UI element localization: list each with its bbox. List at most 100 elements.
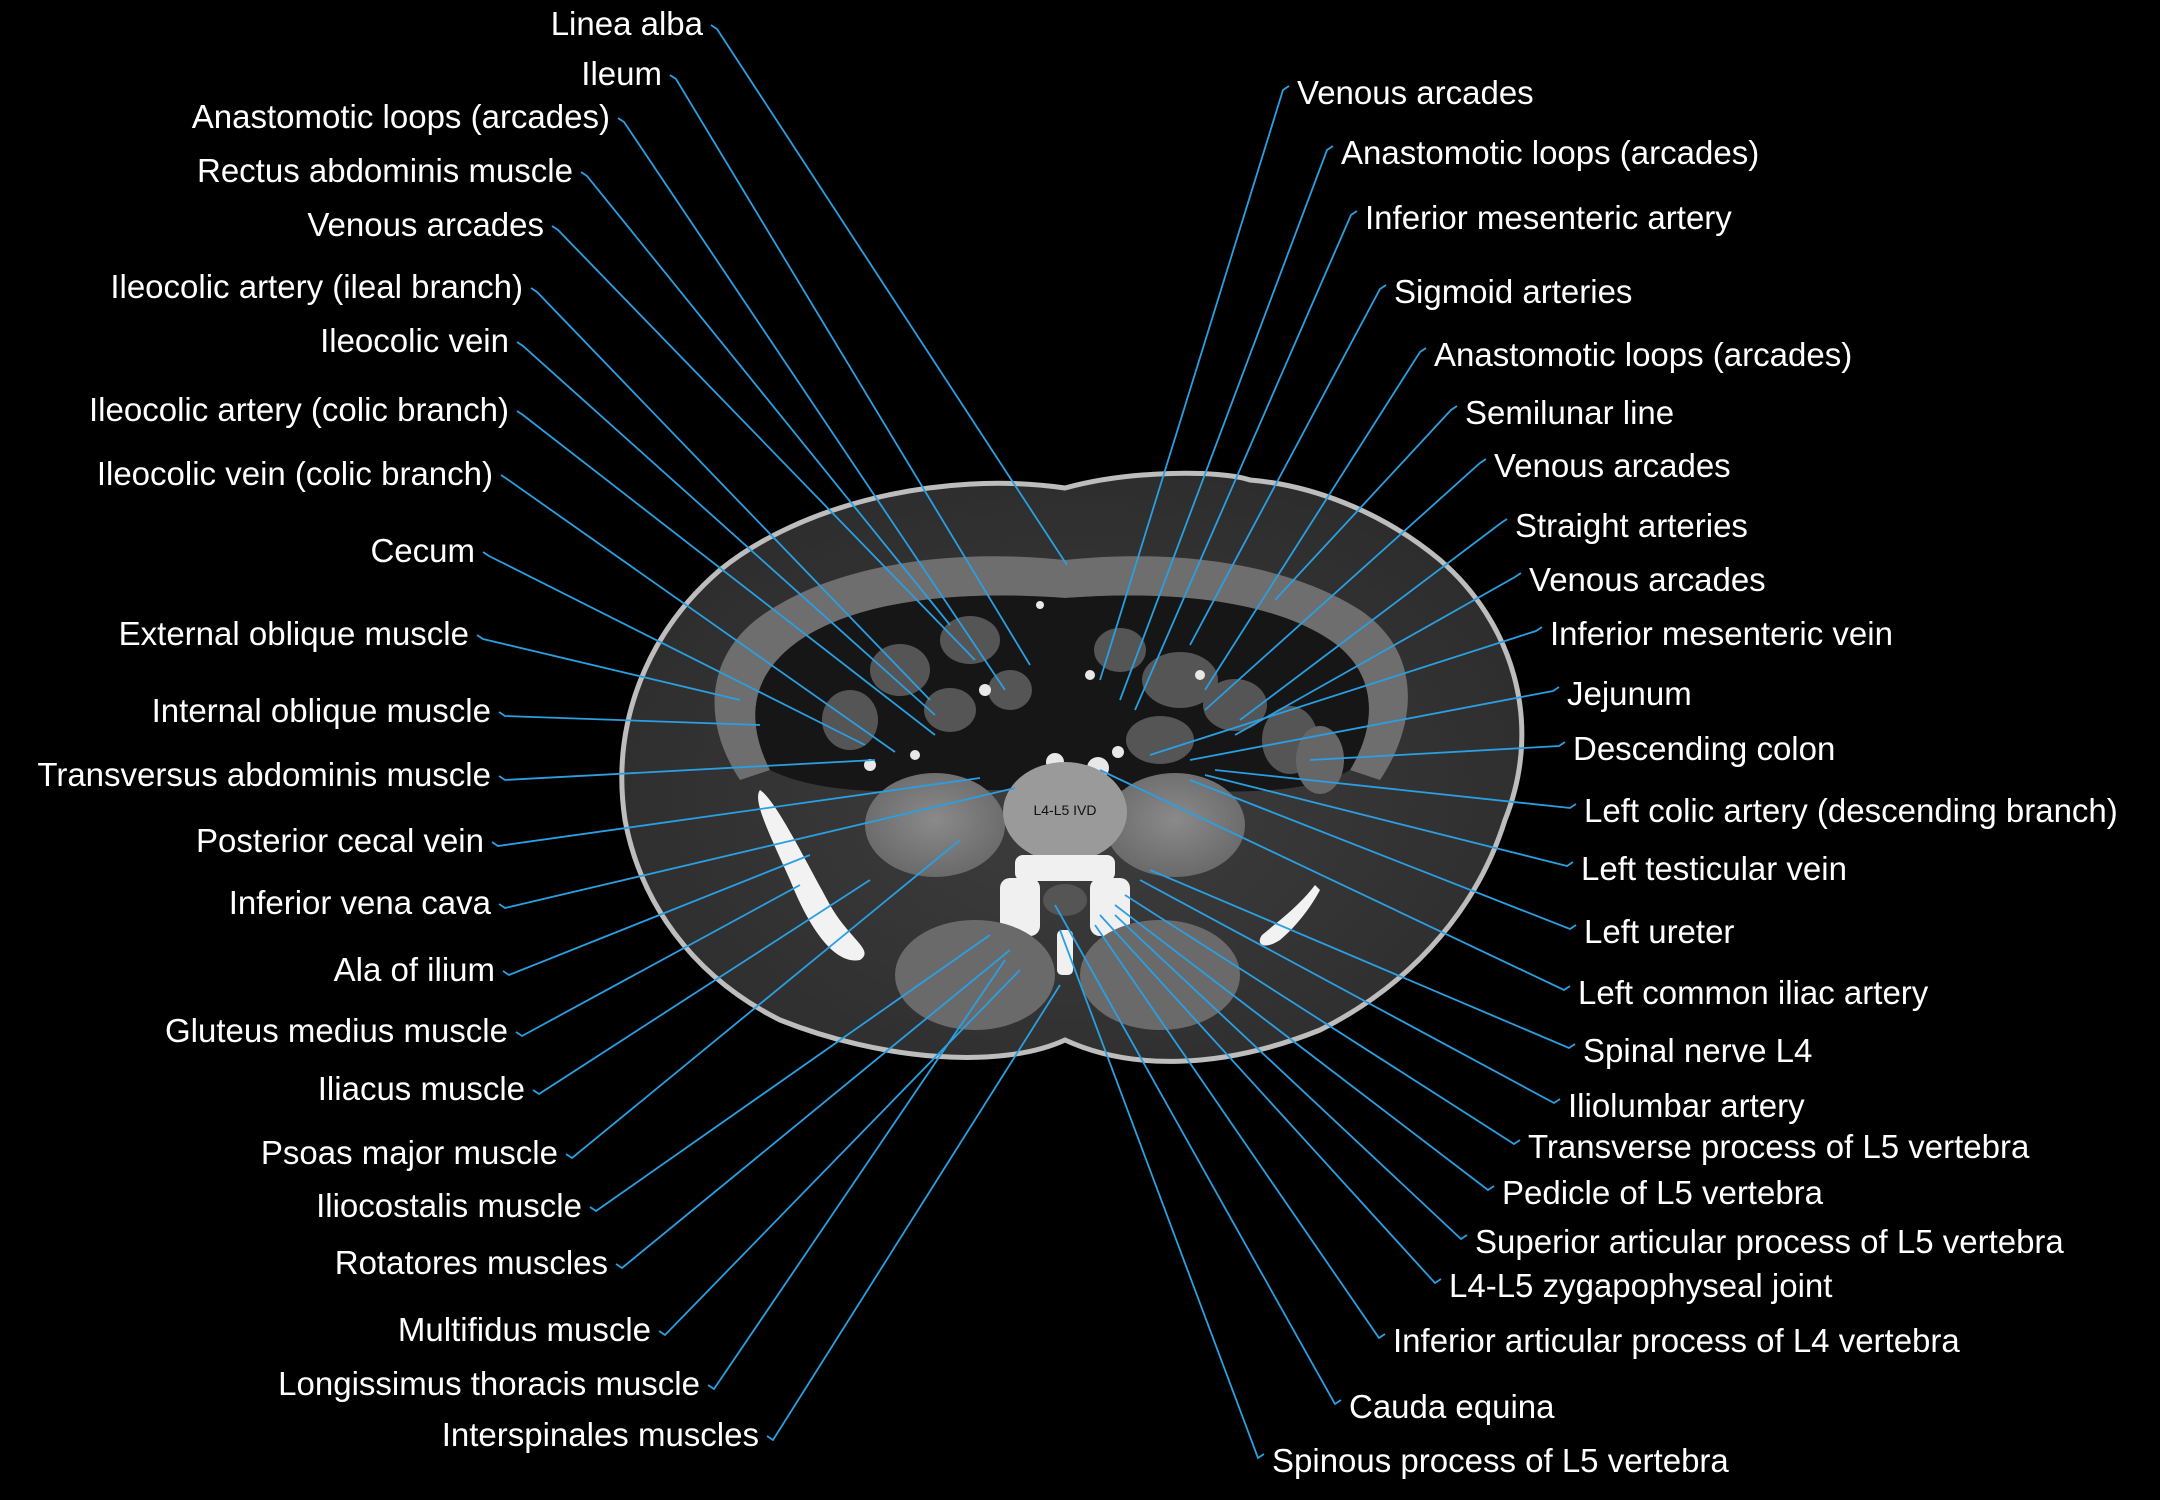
label-left-ureter: Left ureter	[1584, 913, 1734, 950]
label-sigmoid-arteries: Sigmoid arteries	[1394, 273, 1632, 310]
label-jejunum: Jejunum	[1567, 675, 1692, 712]
leader-lines	[476, 24, 1577, 1460]
label-linea-alba: Linea alba	[551, 5, 704, 42]
intervertebral-disc	[1003, 762, 1127, 862]
leader-line-right	[1189, 284, 1387, 646]
leader-line-right	[1149, 869, 1576, 1050]
leader-line-right	[1189, 686, 1560, 761]
leader-line-right	[1204, 458, 1487, 711]
leader-line-right	[1234, 572, 1522, 736]
leader-line-right	[1119, 145, 1334, 701]
label-left-testicular-vein: Left testicular vein	[1581, 850, 1847, 887]
leader-line-right	[1099, 914, 1442, 1285]
leader-line-right	[1149, 626, 1543, 756]
label-longissimus-thoracis-muscle: Longissimus thoracis muscle	[278, 1365, 700, 1402]
leader-line-left	[615, 949, 1011, 1270]
spinal-canal	[1043, 884, 1087, 916]
leader-line-left	[498, 711, 761, 726]
label-inferior-vena-cava: Inferior vena cava	[229, 884, 492, 921]
leader-line-left	[707, 959, 1006, 1391]
leader-line-left	[500, 474, 896, 753]
label-venous-arcades: Venous arcades	[1494, 447, 1731, 484]
label-inferior-mesenteric-artery: Inferior mesenteric artery	[1365, 199, 1732, 236]
leader-line-right	[1204, 347, 1427, 691]
leader-line-left	[530, 287, 931, 701]
leader-line-right	[1139, 879, 1561, 1105]
label-descending-colon: Descending colon	[1573, 730, 1835, 767]
label-ileocolic-vein: Ileocolic vein	[320, 322, 509, 359]
leader-line-left	[476, 634, 741, 701]
label-pedicle-of-l5-vertebra: Pedicle of L5 vertebra	[1502, 1174, 1824, 1211]
leader-line-right	[1114, 904, 1495, 1192]
label-ileocolic-artery-ileal-branch: Ileocolic artery (ileal branch)	[110, 268, 523, 305]
leader-line-right	[1274, 405, 1458, 601]
leader-line-right	[1059, 929, 1265, 1460]
bowel-loops	[822, 616, 1344, 794]
label-rotatores-muscles: Rotatores muscles	[335, 1244, 608, 1281]
label-transverse-process-of-l5-vertebra: Transverse process of L5 vertebra	[1528, 1128, 2030, 1165]
leader-line-right	[1204, 774, 1574, 867]
leader-line-left	[498, 787, 1016, 909]
label-left-colic-artery-descending-branch: Left colic artery (descending branch)	[1584, 792, 2118, 829]
label-inferior-articular-process-of-l4-vertebra: Inferior articular process of L4 vertebr…	[1393, 1322, 1960, 1359]
label-multifidus-muscle: Multifidus muscle	[398, 1311, 651, 1348]
leader-line-left	[766, 984, 1061, 1442]
leader-line-right	[1094, 924, 1386, 1340]
leader-line-right	[1099, 769, 1571, 992]
label-venous-arcades: Venous arcades	[307, 206, 544, 243]
back-muscles-left	[895, 920, 1055, 1030]
ct-body-cross-section: L4-L5 IVD	[619, 470, 1525, 1064]
label-iliocostalis-muscle: Iliocostalis muscle	[316, 1187, 582, 1224]
leader-line-right	[1114, 914, 1468, 1241]
label-anastomotic-loops-arcades: Anastomotic loops (arcades)	[1341, 134, 1759, 171]
leader-line-left	[516, 341, 936, 716]
leader-line-left	[658, 969, 1021, 1337]
label-ileocolic-artery-colic-branch: Ileocolic artery (colic branch)	[89, 391, 509, 428]
label-internal-oblique-muscle: Internal oblique muscle	[152, 692, 491, 729]
vertebral-level-label: L4-L5 IVD	[1033, 802, 1096, 818]
leader-line-left	[565, 839, 961, 1160]
label-transversus-abdominis-muscle: Transversus abdominis muscle	[37, 756, 491, 793]
label-cauda-equina: Cauda equina	[1349, 1388, 1555, 1425]
leader-line-left	[482, 551, 866, 746]
leader-line-right	[1124, 894, 1521, 1146]
leader-line-left	[491, 777, 981, 847]
label-cecum: Cecum	[370, 532, 475, 569]
label-iliolumbar-artery: Iliolumbar artery	[1568, 1087, 1805, 1124]
label-anastomotic-loops-arcades: Anastomotic loops (arcades)	[192, 98, 610, 135]
leader-line-right	[1214, 769, 1577, 809]
leader-line-left	[515, 884, 801, 1038]
leader-line-left	[532, 879, 871, 1096]
leader-line-left	[498, 759, 876, 781]
ilium-left	[758, 790, 865, 961]
leader-line-left	[710, 24, 1068, 566]
leader-line-right	[1099, 85, 1290, 681]
leader-line-right	[1239, 518, 1508, 721]
label-iliacus-muscle: Iliacus muscle	[318, 1070, 525, 1107]
label-venous-arcades: Venous arcades	[1529, 561, 1766, 598]
label-rectus-abdominis-muscle: Rectus abdominis muscle	[197, 152, 573, 189]
posterior-elements	[1000, 855, 1130, 975]
psoas-right-shape	[1105, 773, 1245, 877]
leader-line-left	[580, 171, 951, 626]
leader-line-left	[551, 225, 976, 661]
label-interspinales-muscles: Interspinales muscles	[442, 1416, 759, 1453]
label-straight-arteries: Straight arteries	[1515, 507, 1748, 544]
label-superior-articular-process-of-l5-vertebra: Superior articular process of L5 vertebr…	[1475, 1223, 2064, 1260]
back-muscles-right	[1080, 920, 1240, 1030]
leader-line-right	[1309, 741, 1566, 761]
label-spinal-nerve-l4: Spinal nerve L4	[1583, 1032, 1812, 1069]
label-spinous-process-of-l5-vertebra: Spinous process of L5 vertebra	[1272, 1442, 1729, 1479]
label-psoas-major-muscle: Psoas major muscle	[261, 1134, 558, 1171]
leader-line-right	[1134, 210, 1358, 711]
leader-line-right	[1189, 779, 1577, 931]
label-semilunar-line: Semilunar line	[1465, 394, 1674, 431]
label-ileum: Ileum	[581, 55, 662, 92]
label-posterior-cecal-vein: Posterior cecal vein	[196, 822, 484, 859]
label-venous-arcades: Venous arcades	[1297, 74, 1534, 111]
ilium-right	[1259, 885, 1320, 946]
